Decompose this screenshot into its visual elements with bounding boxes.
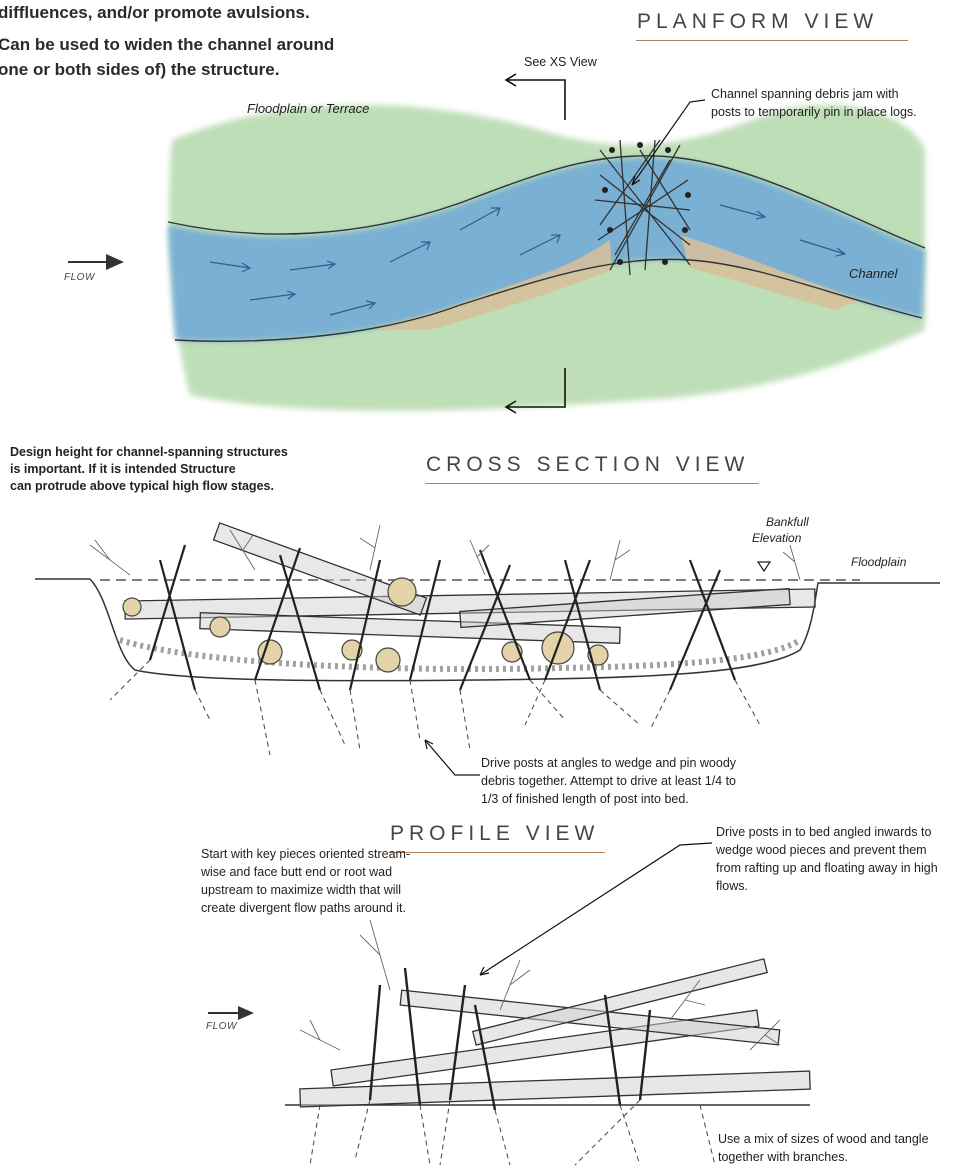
profile-drive-leader [480,843,712,975]
flow-arrow-profile [208,1006,254,1020]
profile-buried-extensions [310,1100,715,1165]
